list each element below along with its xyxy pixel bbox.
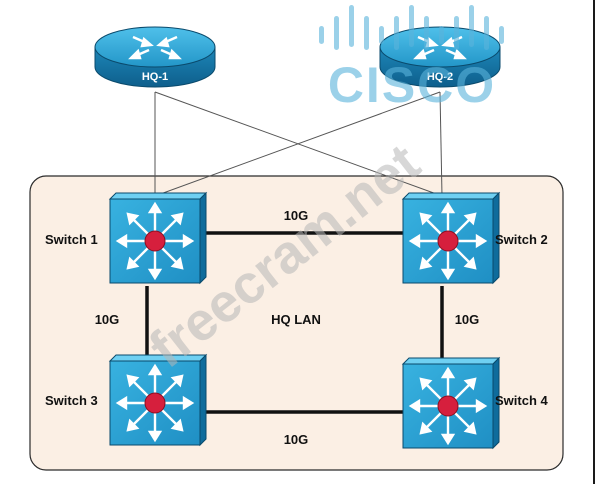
router-hq1-label: HQ-1	[142, 71, 168, 83]
router-hq1[interactable]: HQ-1	[93, 25, 217, 89]
switch-2[interactable]	[401, 191, 501, 285]
hq-lan-label: HQ LAN	[271, 312, 321, 327]
switch-1-label: Switch 1	[45, 232, 98, 247]
link-hq2-sw1	[154, 91, 441, 197]
switch-4[interactable]	[401, 356, 501, 450]
switch-1[interactable]	[108, 191, 208, 285]
router-hq2[interactable]: HQ-2	[378, 25, 502, 89]
link-sw1-sw3-speed: 10G	[95, 312, 120, 327]
link-sw3-sw4-speed: 10G	[284, 432, 309, 447]
router-hq2-label: HQ-2	[427, 71, 453, 83]
switch-3[interactable]	[108, 353, 208, 447]
switch-3-label: Switch 3	[45, 393, 98, 408]
cisco-logo-watermark: CISCO	[319, 5, 504, 113]
link-hq2-sw2	[439, 91, 443, 197]
switch-4-label: Switch 4	[495, 393, 549, 408]
switch-2-label: Switch 2	[495, 232, 548, 247]
link-sw1-sw2-speed: 10G	[284, 208, 309, 223]
link-sw2-sw4-speed: 10G	[455, 312, 480, 327]
cisco-watermark-text: CISCO	[328, 57, 496, 113]
